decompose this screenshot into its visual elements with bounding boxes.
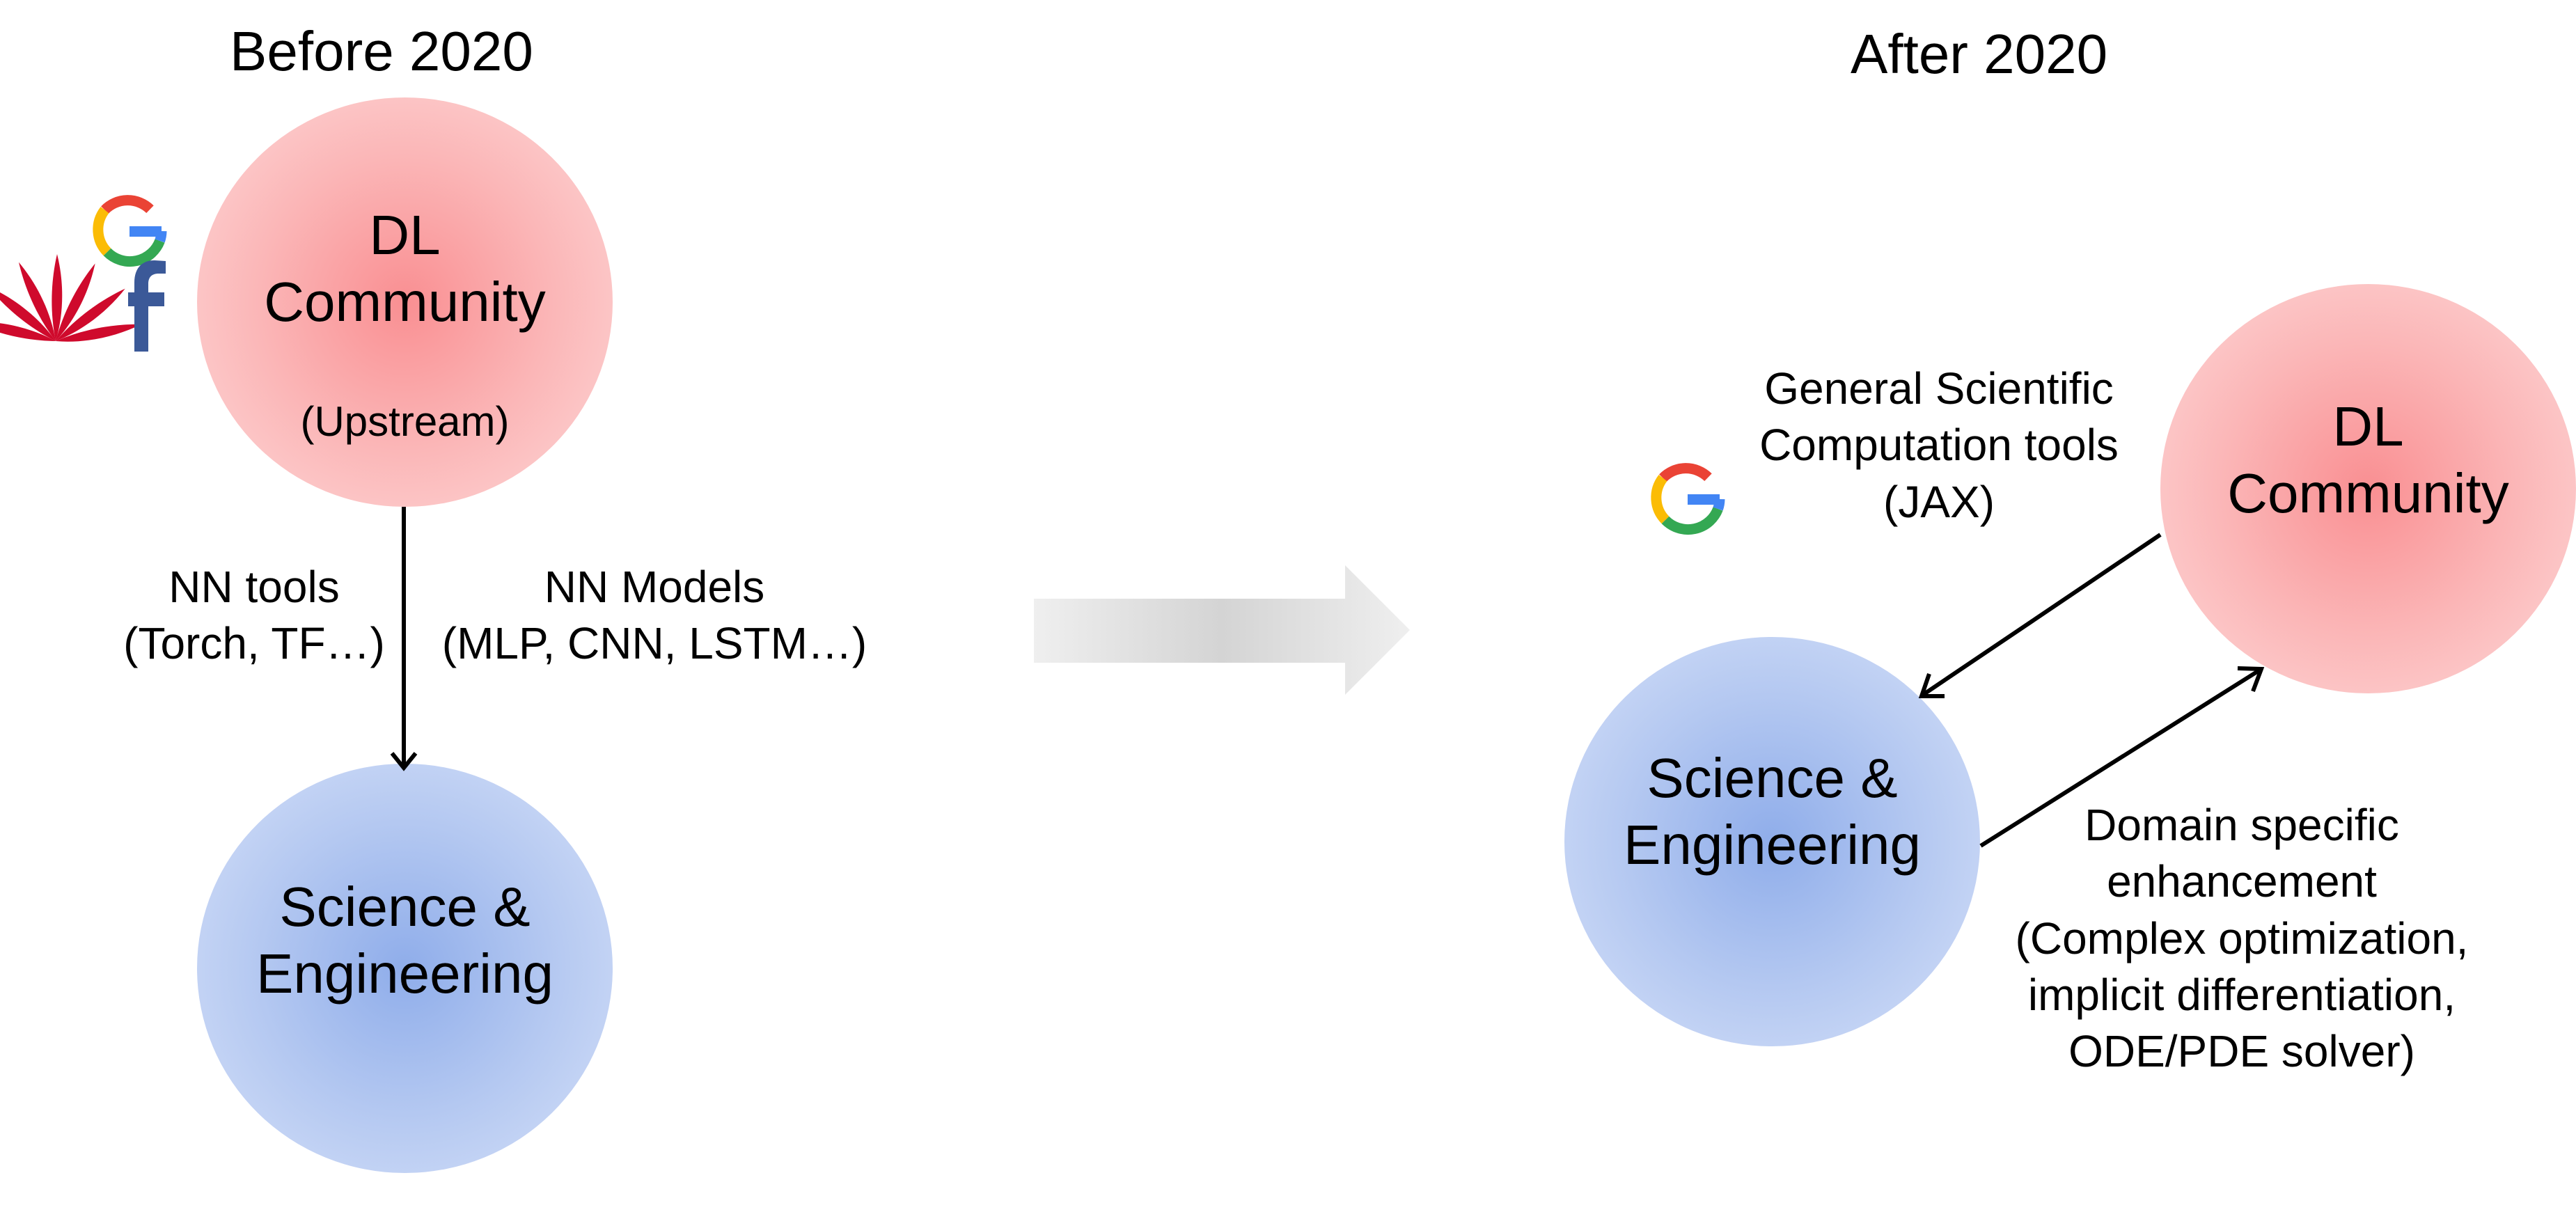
nn-tools-text: NN tools bbox=[168, 562, 340, 612]
after-2020-heading: After 2020 bbox=[1851, 23, 2108, 85]
arrow-science-to-dl-icon bbox=[1979, 666, 2265, 848]
enhancement-text: enhancement bbox=[2107, 856, 2377, 907]
dl-community-circle-before bbox=[197, 97, 613, 507]
science-engineering-circle-before bbox=[197, 764, 613, 1173]
huawei-logo-icon bbox=[0, 254, 141, 342]
engineering-text: Engineering bbox=[256, 943, 553, 1005]
science-engineering-circle-after bbox=[1564, 637, 1980, 1046]
dl-community-circle-after bbox=[2160, 284, 2576, 693]
transition-arrow-icon bbox=[1034, 565, 1410, 695]
down-arrow-icon bbox=[390, 507, 418, 771]
nn-tools-label: NN tools (Torch, TF…) bbox=[104, 559, 404, 672]
computation-tools-text: Computation tools bbox=[1759, 420, 2119, 471]
science-text: Science & bbox=[1647, 747, 1898, 809]
nn-models-label: NN Models (MLP, CNN, LSTM…) bbox=[411, 559, 898, 672]
dl-text: DL bbox=[2332, 395, 2404, 457]
science-text: Science & bbox=[279, 876, 531, 938]
general-tools-label: General Scientific Computation tools (JA… bbox=[1713, 361, 2165, 530]
science-engineering-label-before: Science & Engineering bbox=[197, 874, 613, 1007]
ode-pde-solver-text: ODE/PDE solver) bbox=[2068, 1026, 2415, 1077]
domain-enhancement-label: Domain specific enhancement (Complex opt… bbox=[1981, 797, 2503, 1080]
domain-specific-text: Domain specific bbox=[2084, 800, 2399, 850]
google-logo-icon bbox=[93, 195, 167, 267]
google-logo-icon bbox=[1651, 463, 1725, 535]
nn-models-examples: (MLP, CNN, LSTM…) bbox=[441, 618, 867, 669]
community-text: Community bbox=[2227, 462, 2509, 524]
before-2020-heading: Before 2020 bbox=[230, 20, 533, 82]
nn-tools-examples: (Torch, TF…) bbox=[123, 618, 385, 669]
engineering-text: Engineering bbox=[1624, 814, 1921, 876]
complex-optimization-text: (Complex optimization, bbox=[2015, 913, 2469, 963]
arrow-dl-to-science-icon bbox=[1918, 533, 2162, 698]
science-engineering-label-after: Science & Engineering bbox=[1564, 745, 1980, 879]
nn-models-text: NN Models bbox=[544, 562, 765, 612]
community-text: Community bbox=[264, 271, 546, 333]
dl-community-label-after: DL Community bbox=[2160, 393, 2576, 527]
general-scientific-text: General Scientific bbox=[1764, 363, 2114, 414]
jax-text: (JAX) bbox=[1883, 476, 1995, 527]
dl-community-label-before: DL Community bbox=[197, 202, 613, 336]
implicit-differentiation-text: implicit differentiation, bbox=[2027, 969, 2456, 1020]
upstream-label: (Upstream) bbox=[300, 398, 510, 445]
dl-text: DL bbox=[369, 204, 441, 266]
facebook-logo-icon bbox=[128, 260, 166, 352]
